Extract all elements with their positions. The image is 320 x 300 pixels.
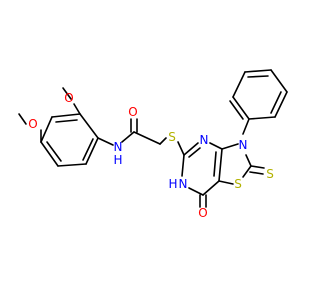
bond-n6-c5	[181, 154, 185, 177]
bond-ph-c	[244, 69, 272, 73]
chemical-structure-diagram: O O N H O S N N H N O S S	[18, 69, 288, 220]
bond-ring1-e	[40, 116, 53, 143]
bond-ring1-b-inner	[82, 138, 94, 161]
atom-o-methoxy-left: O	[28, 117, 37, 131]
bond-c2-s-thione-double	[249, 171, 264, 175]
bond-n3-phenyl	[242, 118, 250, 135]
bond-c3a-n3	[221, 143, 239, 150]
bond-c3a-c7a	[218, 148, 223, 182]
atom-n-ring: N	[179, 177, 188, 191]
bond-methyl-o-left	[18, 113, 27, 125]
bond-ph-e-inner	[270, 91, 282, 114]
bond-ch2-s	[159, 137, 167, 145]
bond-s1-c7a	[218, 180, 234, 185]
bond-ph-d	[270, 69, 288, 93]
bond-o-top-ring	[73, 103, 81, 115]
bond-methyl-o-top	[62, 87, 72, 100]
bond-ring1-f-inner	[55, 119, 78, 123]
bond-ph-e	[274, 91, 288, 118]
bond-ph-a-inner	[229, 100, 244, 120]
atom-n-amide: N	[114, 140, 123, 154]
bond-n4-c3a	[209, 142, 223, 150]
bond-s-c5	[177, 141, 185, 156]
bond-c7-n6	[188, 187, 204, 196]
atom-o-keto: O	[198, 206, 207, 220]
bond-n3-c2	[245, 154, 252, 167]
atom-h-ring: H	[168, 177, 177, 191]
bond-ring1-b	[85, 137, 99, 165]
atom-s-thioether: S	[168, 130, 176, 144]
atom-o-methoxy-top: O	[64, 91, 73, 105]
atom-o-amide: O	[128, 105, 137, 119]
bond-ring1-c	[57, 163, 87, 167]
atom-labels: O O N H O S N N H N O S S	[28, 91, 274, 220]
atom-s-thione: S	[266, 167, 274, 181]
bond-c3a-c7a-double	[213, 151, 217, 177]
atom-n-pyrimidine: N	[200, 133, 209, 147]
bonds	[18, 69, 288, 208]
bond-c5-n4	[183, 142, 199, 156]
bond-ph-c-inner	[247, 75, 269, 78]
bond-ring1-d-inner	[46, 141, 62, 162]
bond-c7a-c7	[202, 180, 220, 196]
bond-c2-s-thione	[250, 165, 265, 169]
bond-ph-f	[248, 116, 276, 120]
atom-n-thiazole: N	[239, 138, 248, 152]
bond-c5-n4-double	[188, 147, 201, 158]
bond-ring1-f	[51, 113, 81, 118]
atom-s-thiazole: S	[234, 177, 242, 191]
bond-ph-a	[232, 96, 250, 120]
bond-carbonyl-ch2	[133, 131, 161, 145]
bond-ph-b	[232, 71, 246, 98]
bond-ring1-a	[79, 113, 99, 139]
atom-h-amide: H	[113, 153, 122, 167]
bond-ring1-d	[40, 141, 59, 167]
bond-ring-nh	[97, 137, 114, 146]
bond-nh-carbonyl	[121, 131, 135, 143]
bond-c2-s1	[242, 165, 252, 178]
